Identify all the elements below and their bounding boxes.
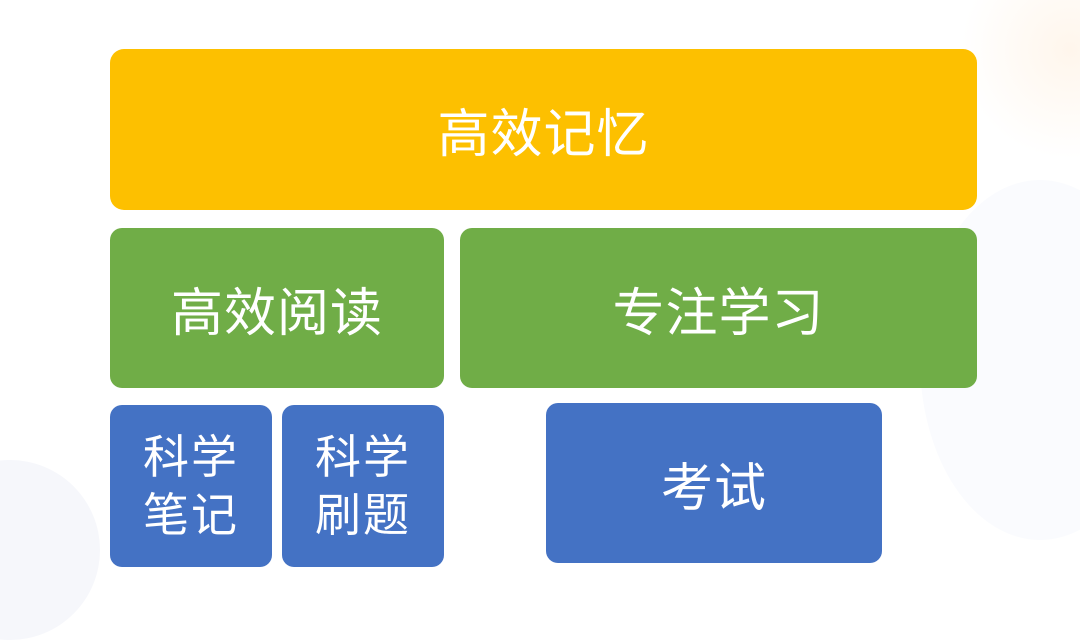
block-label: 高效记忆 (437, 105, 650, 165)
efficient-reading-block: 高效阅读 (110, 228, 444, 388)
efficient-memory-block: 高效记忆 (110, 49, 977, 210)
scientific-notes-block: 科学 笔记 (110, 405, 272, 567)
focused-study-block: 专注学习 (460, 228, 977, 388)
block-label: 科学 笔记 (143, 430, 239, 542)
scientific-practice-block: 科学 刷题 (282, 405, 444, 567)
block-label: 科学 刷题 (315, 430, 411, 542)
background-circle-decoration (0, 460, 100, 640)
block-label: 专注学习 (612, 283, 825, 344)
exam-block: 考试 (546, 403, 882, 563)
background-glow-decoration (960, 0, 1080, 160)
block-label: 高效阅读 (170, 283, 383, 344)
block-label: 考试 (660, 458, 767, 519)
